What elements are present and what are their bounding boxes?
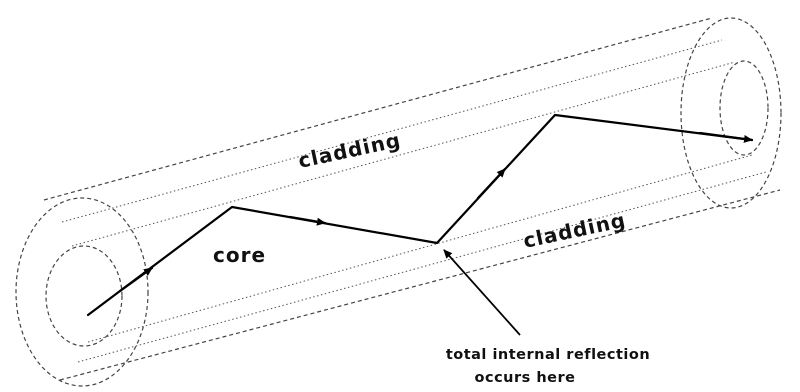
light-ray (86, 113, 754, 317)
reflection-caption-line2: occurs here (475, 370, 576, 386)
core-ring-far (719, 60, 769, 156)
ray-arrow-3 (476, 167, 507, 200)
light-ray-path (86, 113, 754, 317)
core-outline (61, 39, 767, 363)
core-label: core (213, 243, 266, 267)
reflection-caption-line1: total internal reflection (446, 347, 650, 363)
cladding-ring-far (680, 17, 782, 209)
ray-arrow-4 (698, 131, 754, 143)
cladding-ring-near (15, 197, 149, 387)
ray-arrow-1 (118, 266, 154, 293)
fiber-end-near (15, 197, 149, 387)
cladding-label-bottom: cladding (521, 208, 628, 253)
reflection-pointer (443, 249, 521, 336)
fiber-end-far (680, 17, 782, 209)
cladding-outline (43, 17, 781, 381)
ray-arrow-2 (288, 215, 327, 226)
core-ring-near (45, 245, 123, 347)
cladding-label-top: cladding (296, 128, 403, 173)
